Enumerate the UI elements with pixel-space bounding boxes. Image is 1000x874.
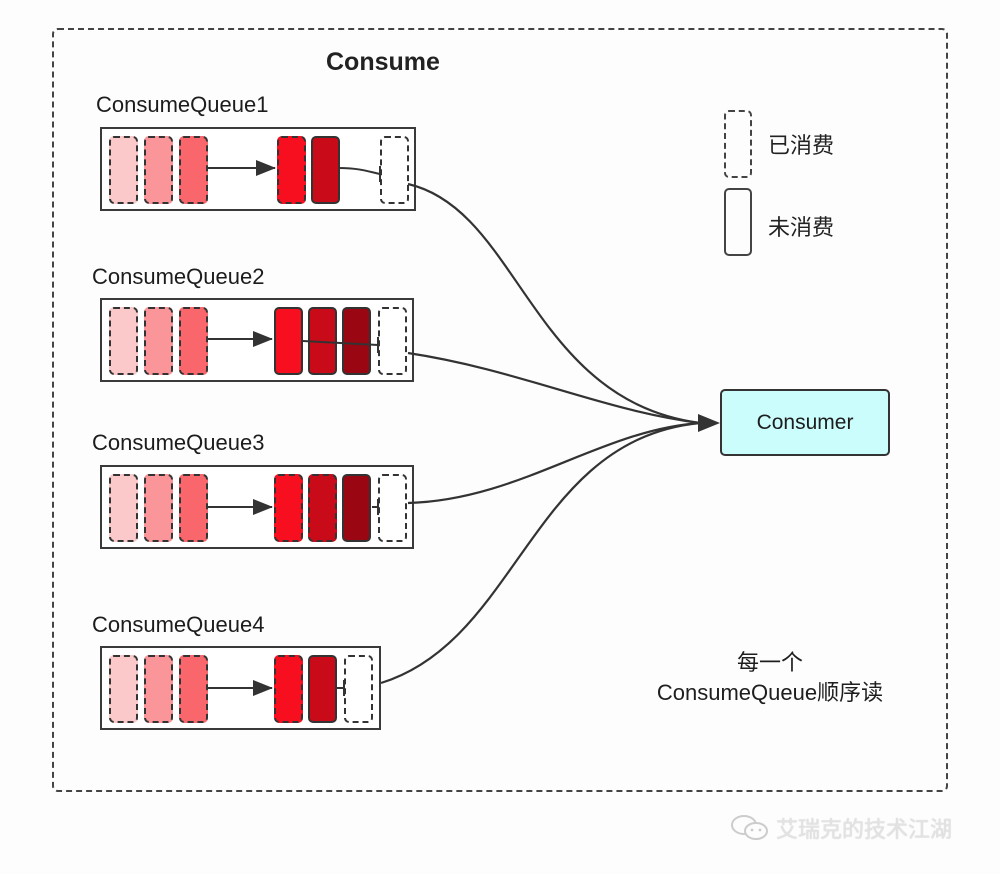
pending-message-cell [342,307,371,375]
consumed-message-cell [144,307,173,375]
queue-label: ConsumeQueue1 [96,92,269,117]
queue-label: ConsumeQueue3 [92,430,265,455]
group-title: Consume [326,48,440,76]
consume-group-frame [52,28,948,792]
consumed-message-cell [144,136,173,204]
note-line-1: 每一个 [736,650,803,675]
queue-label: ConsumeQueue4 [92,612,265,637]
pending-message-cell [342,474,371,542]
note-line-2: ConsumeQueue顺序读 [656,680,884,705]
legend-unconsumed-swatch [724,188,752,256]
queue-1-read-link [338,167,381,175]
connector-queue-2-to-consumer [407,351,701,425]
connector-queue-3-to-consumer [407,421,701,505]
consumed-message-cell [109,136,138,204]
consumed-message-cell [179,307,208,375]
pending-message-cell [277,136,306,204]
consume-queue-4[interactable] [100,646,381,730]
consumed-message-cell [179,136,208,204]
consumed-message-cell [144,655,173,723]
pending-message-cell [311,136,340,204]
queue-2-read-link [302,340,379,346]
consumer-node[interactable]: Consumer [720,389,890,456]
watermark: 艾瑞克的技术江湖 [730,812,952,844]
consumer-arrowhead [698,414,720,432]
consumed-message-cell [109,474,138,542]
pending-message-cell [274,474,303,542]
legend-unconsumed-label: 未消费 [768,215,835,240]
legend-consumed-label: 已消费 [768,133,835,158]
queue-label: ConsumeQueue2 [92,264,265,289]
read-position-cell [378,307,407,375]
consumed-message-cell [144,474,173,542]
wechat-icon [731,815,768,840]
pending-message-cell [274,655,303,723]
pending-message-cell [308,655,337,723]
watermark-text: 艾瑞克的技术江湖 [776,817,953,842]
consumed-message-cell [109,655,138,723]
annotation-note: 每一个 ConsumeQueue顺序读 [620,648,920,708]
pending-message-cell [308,474,337,542]
consumed-message-cell [109,307,138,375]
legend-consumed-swatch [724,110,752,178]
connector-queue-1-to-consumer [407,182,701,425]
pending-message-cell [274,307,303,375]
connector-queue-4-to-consumer [380,421,701,685]
